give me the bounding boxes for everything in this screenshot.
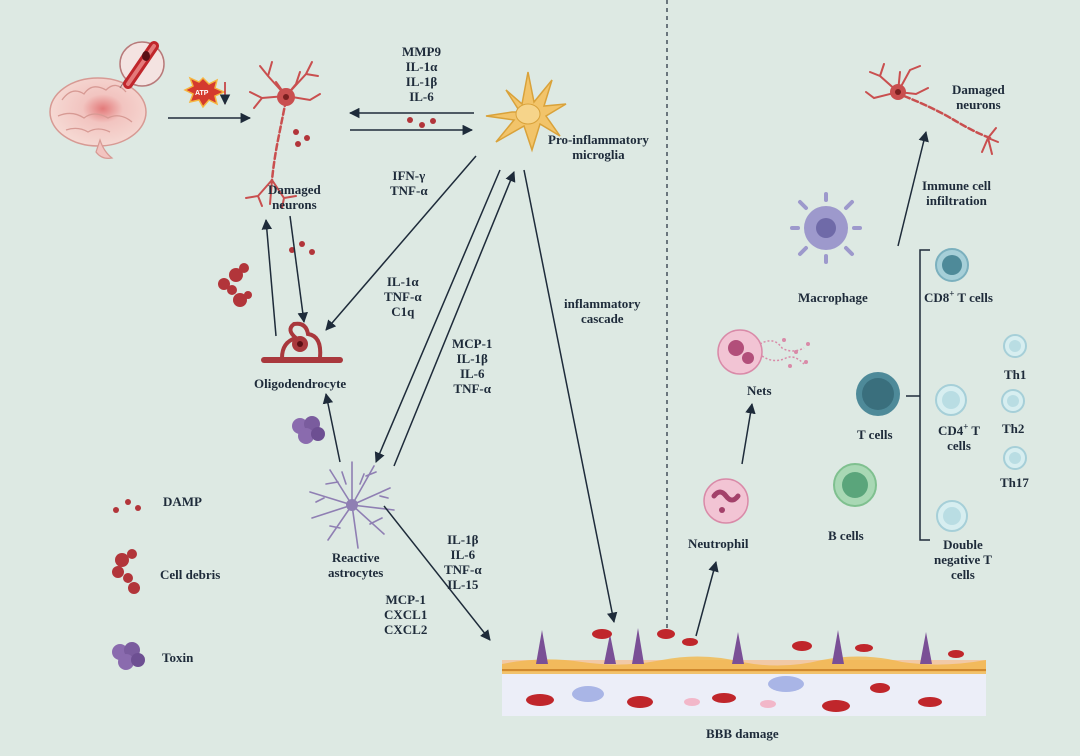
neutrophil-label: Neutrophil (688, 536, 749, 551)
immune-infiltration-label: Immune cell infiltration (922, 178, 991, 208)
th17-cell-icon (1003, 446, 1027, 470)
tcell-icon (856, 372, 900, 416)
bbb-damage-label: BBB damage (706, 726, 779, 741)
nets-label: Nets (747, 383, 772, 398)
cd8-label: CD8+ T cells (924, 288, 993, 305)
atp-label: ATP (195, 90, 209, 97)
cytokine-item: TNF-α (453, 381, 492, 396)
b-cells-label: B cells (828, 528, 864, 543)
cytokine-item: TNF-α (390, 183, 428, 198)
arrow-infiltration-neurons (897, 130, 929, 247)
toxin-icon (292, 416, 325, 444)
cytokine-item: IL-1α (386, 274, 419, 289)
arrow-microglia-astrocyte (374, 169, 501, 463)
cytokine-list-astro-microglia: MCP-1 IL-1β IL-6 TNF-α (452, 336, 492, 396)
legend-cell-debris-label: Cell debris (160, 567, 221, 582)
macrophage-icon (790, 192, 862, 264)
arrow-astrocyte-microglia (393, 171, 516, 467)
astrocyte-icon (309, 461, 395, 549)
cytokine-item: IL-1β (447, 532, 479, 547)
cytokine-item: MCP-1 (452, 336, 493, 351)
arrow-microglia-oligodendrocyte (325, 155, 477, 331)
legend-damp-icon (113, 499, 141, 513)
cytokine-item: TNF-α (444, 562, 482, 577)
arrow-astrocyte-bbb (383, 505, 491, 641)
bbb-tissue-icon (502, 628, 986, 716)
atp-burst-icon (183, 76, 226, 109)
th2-label: Th2 (1002, 421, 1025, 436)
legend-damp-label: DAMP (163, 494, 202, 509)
microglia-label: Pro-inflammatory microglia (548, 132, 649, 162)
cd4-sup: + (963, 421, 969, 432)
cd8-tcell-icon (935, 248, 969, 282)
cytokine-item: IL-6 (450, 547, 476, 562)
cd8-sup: + (949, 288, 955, 299)
cytokine-list-astro-bbb-2: MCP-1 CXCL1 CXCL2 (384, 592, 427, 637)
legend-cell-debris-icon (112, 549, 140, 594)
blood-vessel-zoom-icon (119, 41, 165, 89)
cytokine-item: IL-1α (405, 59, 438, 74)
neutrophil-icon (703, 478, 749, 524)
inflammatory-cascade-label: inflammatory cascade (564, 296, 641, 326)
bcell-icon (833, 463, 877, 507)
th1-label: Th1 (1004, 367, 1027, 382)
astrocytes-label: Reactive astrocytes (328, 550, 384, 580)
cytokine-item: C1q (391, 304, 415, 319)
cd4-text: CD4 (938, 423, 964, 438)
t-cells-label: T cells (857, 427, 893, 442)
cytokine-item: CXCL1 (384, 607, 428, 622)
cytokine-list-mmp9: MMP9 IL-1α IL-1β IL-6 (402, 44, 441, 104)
cytokine-item: TNF-α (384, 289, 422, 304)
cytokine-item: IL-6 (459, 366, 485, 381)
oligodendrocyte-icon (261, 321, 343, 363)
tcell-bracket (906, 249, 930, 541)
brain-icon (49, 77, 147, 159)
cytokine-item: IL-15 (447, 577, 479, 592)
macrophage-label: Macrophage (798, 290, 868, 305)
cytokine-item: CXCL2 (384, 622, 428, 637)
damaged-neuron-icon (245, 61, 321, 209)
arrow-oligodendrocyte-neuron (261, 218, 277, 337)
arrow-microglia-bbb (523, 169, 618, 624)
cytokine-list-astro-bbb-1: IL-1β IL-6 TNF-α IL-15 (444, 532, 482, 592)
arrow-astrocyte-oligodendrocyte (322, 392, 341, 463)
right-damaged-neurons-label: Damaged neurons (952, 82, 1005, 112)
damaged-neurons-label: Damaged neurons (268, 182, 321, 212)
cell-debris-icon (218, 263, 252, 307)
cytokine-item: IL-6 (409, 89, 434, 104)
cytokine-list-oligodendrocyte: IL-1α TNF-α C1q (384, 274, 422, 319)
right-neuron-icon (865, 63, 999, 155)
th17-label: Th17 (1000, 475, 1029, 490)
arrow-bbb-neutrophil (695, 560, 719, 637)
cd4-tcell-icon (935, 384, 967, 416)
legend-toxin-label: Toxin (162, 650, 194, 665)
cytokine-item: IL-1β (405, 74, 438, 89)
cytokine-item: IL-1β (456, 351, 488, 366)
cytokine-item: IFN-γ (392, 168, 426, 183)
cytokine-item: MCP-1 (385, 592, 426, 607)
cytokine-list-ifn: IFN-γ TNF-α (390, 168, 428, 198)
microglia-icon (485, 71, 567, 153)
arrow-neuron-oligodendrocyte (289, 215, 308, 324)
double-negative-tcell-icon (936, 500, 968, 532)
legend-toxin-icon (112, 642, 145, 670)
nets-icon (717, 329, 810, 375)
double-negative-label: Double negative T cells (934, 537, 992, 582)
arrow-neutrophil-nets (741, 402, 756, 465)
th2-cell-icon (1001, 389, 1025, 413)
cd8-text: CD8 (924, 290, 950, 305)
damp-icon (289, 117, 436, 255)
th1-cell-icon (1003, 334, 1027, 358)
cd4-suffix: T cells (947, 423, 981, 453)
cytokine-item: MMP9 (402, 44, 441, 59)
cd8-suffix: T cells (954, 290, 993, 305)
oligodendrocyte-label: Oligodendrocyte (254, 376, 347, 391)
cd4-label: CD4+ T cells (938, 421, 981, 453)
